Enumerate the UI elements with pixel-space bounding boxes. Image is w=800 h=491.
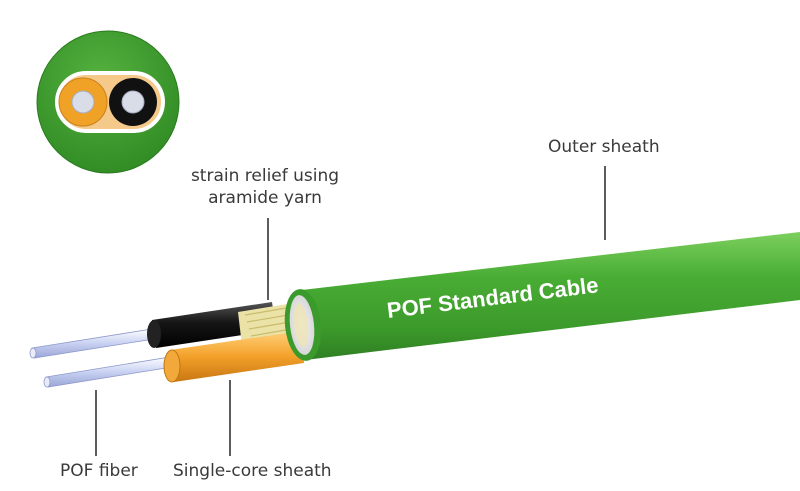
- pof-fiber-lower-end: [43, 376, 51, 388]
- label-single-core-sheath: Single-core sheath: [173, 461, 332, 481]
- single-core-sheath: [163, 331, 304, 383]
- label-outer-sheath: Outer sheath: [548, 137, 660, 157]
- pof-fiber-lower: [45, 356, 173, 388]
- label-strain-relief-line2: aramide yarn: [208, 188, 322, 208]
- pof-fibers: [29, 328, 173, 388]
- cross-section-orange-fiber: [71, 90, 95, 114]
- label-strain-relief-line1: strain relief using: [190, 166, 340, 186]
- outer-sheath: POF Standard Cable: [284, 232, 800, 361]
- label-pof-fiber: POF fiber: [60, 461, 138, 481]
- leader-lines: [95, 166, 606, 456]
- cross-section-black-fiber: [121, 90, 145, 114]
- pof-fiber-upper-end: [29, 347, 37, 359]
- cross-section-inset: [36, 30, 180, 174]
- pof-fiber-upper: [31, 328, 155, 359]
- label-strain-relief: strain relief using aramide yarn: [179, 165, 351, 209]
